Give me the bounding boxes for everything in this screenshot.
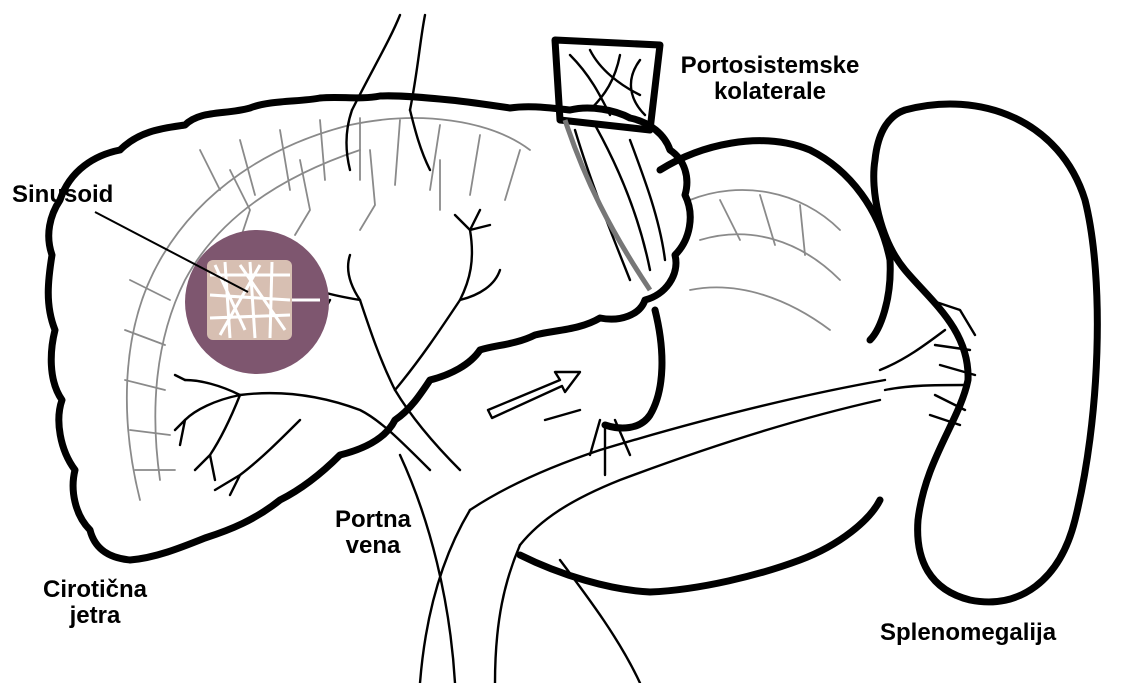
label-portal-vein-line2: vena (318, 533, 428, 559)
label-portosystemic-collaterals: Portosistemske kolaterale (655, 53, 885, 105)
label-cirrhotic-liver: Cirotična jetra (25, 577, 165, 629)
label-portal-vein-line1: Portna (318, 507, 428, 533)
label-splenomegaly: Splenomegalija (880, 620, 1056, 646)
label-sinusoid: Sinusoid (12, 182, 113, 208)
portosystemic-collaterals (545, 40, 665, 475)
label-cirrhotic-liver-line2: jetra (25, 603, 165, 629)
label-portal-vein: Portna vena (318, 507, 428, 559)
label-portosystemic-line2: kolaterale (655, 79, 885, 105)
spleen-outline (874, 104, 1098, 602)
stomach (660, 141, 890, 340)
flow-arrow (488, 372, 580, 418)
label-cirrhotic-liver-line1: Cirotična (25, 577, 165, 603)
sinusoid-inset (185, 230, 329, 374)
label-portosystemic-line1: Portosistemske (655, 53, 885, 79)
